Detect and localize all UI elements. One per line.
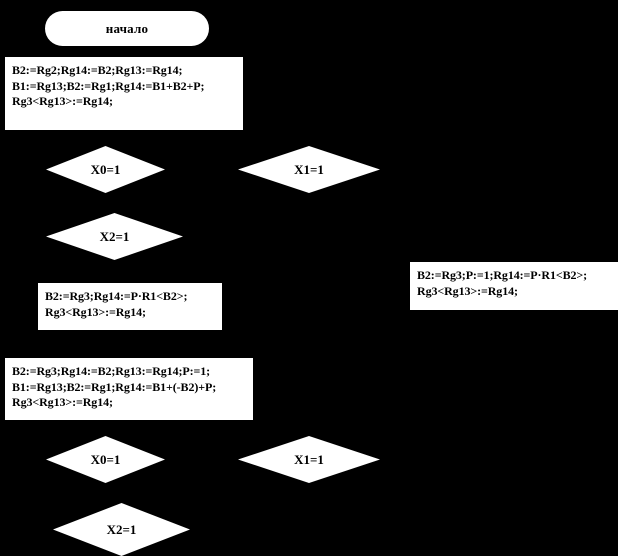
process-box-4[interactable]: B2:=Rg3;Rg14:=B2;Rg13:=Rg14;P:=1; B1:=Rg… xyxy=(5,358,253,420)
process-box-1-text: B2:=Rg2;Rg14:=B2;Rg13:=Rg14; B1:=Rg13;B2… xyxy=(12,63,205,108)
terminator-start-label: начало xyxy=(105,21,149,36)
decision-x0-top[interactable]: X0=1 xyxy=(46,146,165,193)
decision-x1-bottom-label: X1=1 xyxy=(294,452,324,467)
process-box-3[interactable]: B2:=Rg3;P:=1;Rg14:=P·R1<B2>; Rg3<Rg13>:=… xyxy=(410,262,618,310)
decision-x0-bottom-label: X0=1 xyxy=(90,452,121,467)
decision-x2-top[interactable]: X2=1 xyxy=(46,213,183,260)
decision-x1-bottom[interactable]: X1=1 xyxy=(238,436,380,483)
decision-x2-top-label: X2=1 xyxy=(99,229,130,244)
process-box-2-text: B2:=Rg3;Rg14:=P·R1<B2>; Rg3<Rg13>:=Rg14; xyxy=(45,289,188,319)
decision-x1-top[interactable]: X1=1 xyxy=(238,146,380,193)
process-box-4-text: B2:=Rg3;Rg14:=B2;Rg13:=Rg14;P:=1; B1:=Rg… xyxy=(12,364,217,409)
decision-x2-bottom[interactable]: X2=1 xyxy=(53,503,190,556)
terminator-start[interactable]: начало xyxy=(45,11,209,46)
process-box-3-text: B2:=Rg3;P:=1;Rg14:=P·R1<B2>; Rg3<Rg13>:=… xyxy=(417,268,588,298)
decision-x0-bottom[interactable]: X0=1 xyxy=(46,436,165,483)
process-box-2[interactable]: B2:=Rg3;Rg14:=P·R1<B2>; Rg3<Rg13>:=Rg14; xyxy=(38,283,222,330)
decision-x1-top-label: X1=1 xyxy=(294,162,324,177)
decision-x2-bottom-label: X2=1 xyxy=(106,522,137,537)
decision-x0-top-label: X0=1 xyxy=(90,162,121,177)
process-box-1[interactable]: B2:=Rg2;Rg14:=B2;Rg13:=Rg14; B1:=Rg13;B2… xyxy=(5,57,243,130)
